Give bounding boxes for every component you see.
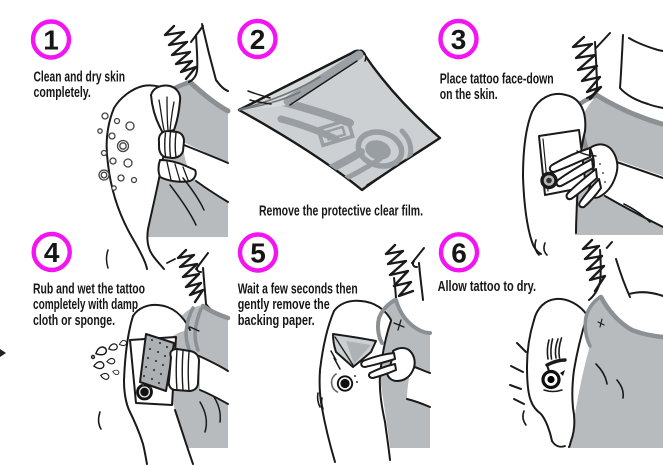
svg-text:Place tattoo face-down: Place tattoo face-down [440,71,554,87]
svg-text:6: 6 [451,237,467,268]
svg-text:backing paper.: backing paper. [238,313,315,329]
svg-text:1: 1 [43,25,59,56]
svg-text:completely with damp: completely with damp [33,297,138,313]
svg-text:4: 4 [44,237,60,268]
svg-text:2: 2 [250,24,266,55]
svg-text:completely.: completely. [34,85,91,101]
svg-text:Rub and wet the tattoo: Rub and wet the tattoo [33,281,145,297]
svg-text:5: 5 [250,238,266,269]
svg-text:Wait a few seconds then: Wait a few seconds then [238,281,358,297]
svg-text:on the skin.: on the skin. [440,87,498,103]
svg-text:Remove the protective clear fi: Remove the protective clear film. [259,204,423,220]
svg-text:Clean and dry skin: Clean and dry skin [34,69,126,85]
svg-text:gently remove the: gently remove the [238,297,330,313]
svg-text:Allow tattoo to dry.: Allow tattoo to dry. [438,279,536,295]
svg-text:3: 3 [451,24,467,55]
svg-text:cloth or sponge.: cloth or sponge. [33,313,115,329]
